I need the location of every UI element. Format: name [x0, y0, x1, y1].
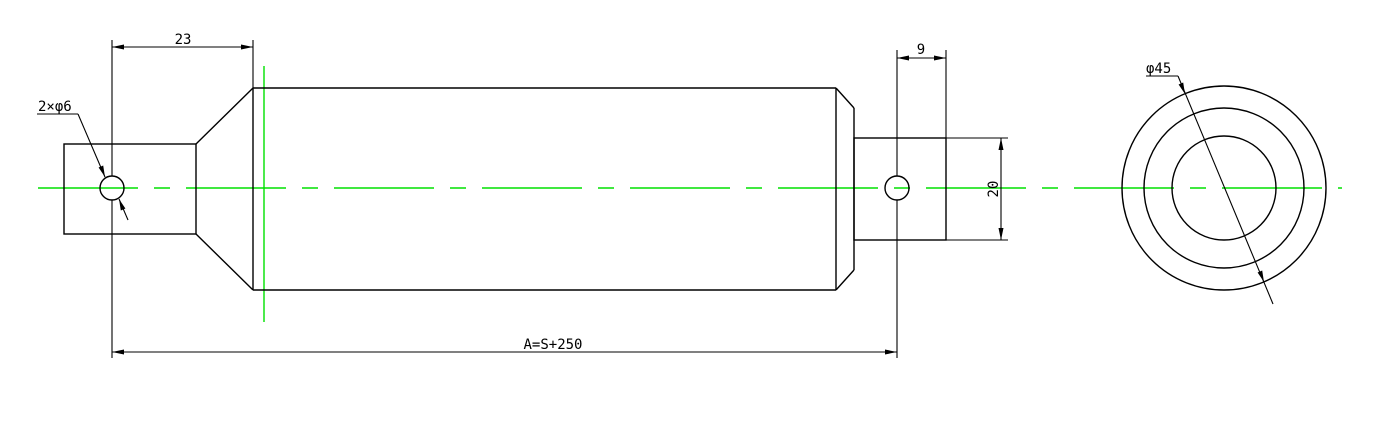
dimension-20: 20 [946, 137, 1008, 241]
overall-length-label: A=S+250 [523, 337, 582, 353]
cylinder-barrel [252, 87, 855, 291]
dimension-23: 23 [111, 32, 254, 176]
end-view-middle-circle [1143, 107, 1305, 269]
dimension-20-label: 20 [986, 181, 1002, 198]
dimension-overall-length: A=S+250 [111, 200, 898, 358]
diameter-leader: φ45 [1146, 61, 1274, 305]
end-view [1121, 85, 1327, 291]
right-rod-end-body [853, 137, 947, 241]
left-clevis [63, 143, 197, 235]
dimension-23-label: 23 [175, 32, 192, 48]
centerlines [38, 66, 1342, 322]
holes-leader: 2×φ6 [37, 99, 129, 221]
left-clevis-body [63, 143, 197, 235]
left-taper [195, 87, 254, 291]
dimension-9: 9 [896, 42, 947, 176]
right-rod-end [853, 137, 947, 241]
end-view-inner-circle [1171, 135, 1277, 241]
holes-label: 2×φ6 [38, 99, 72, 115]
diameter-label: φ45 [1146, 61, 1171, 77]
dimension-9-label: 9 [917, 42, 925, 58]
end-view-outer-circle [1121, 85, 1327, 291]
